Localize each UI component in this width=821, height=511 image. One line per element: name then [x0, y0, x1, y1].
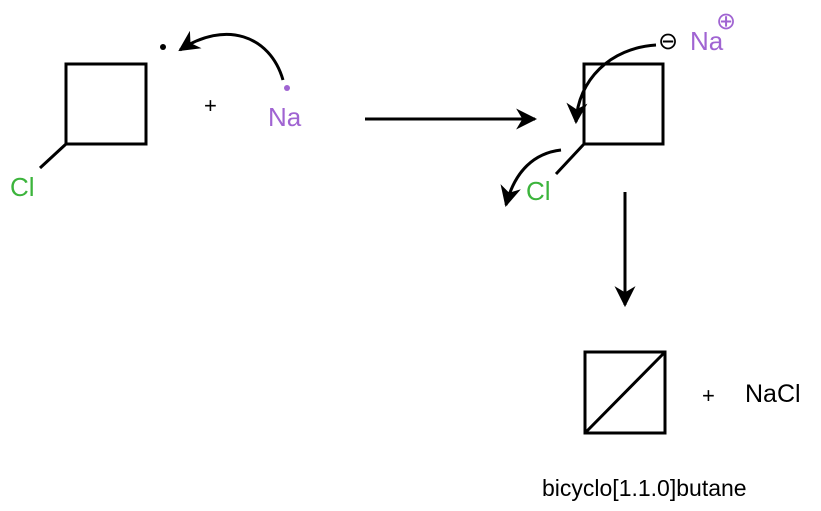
cyclobutane-ring	[582, 62, 665, 146]
plus-sign-product: +	[702, 383, 715, 408]
sodium-radical-dot	[284, 85, 290, 91]
ring-closure-arrow	[566, 43, 657, 125]
bicyclobutane-ring	[583, 350, 667, 435]
negative-charge: ⊖	[658, 28, 678, 55]
bridging-bond	[583, 350, 667, 435]
chlorine-label: Cl	[526, 176, 551, 206]
chlorine-label: Cl	[10, 172, 35, 202]
radical-dot	[160, 44, 166, 50]
leaving-group-arrow	[500, 148, 562, 208]
cyclobutane-ring	[64, 62, 148, 146]
sodium-label: Na	[268, 102, 302, 132]
sodium-cation-label: Na	[690, 26, 724, 56]
plus-sign: +	[204, 93, 217, 118]
carbanion-intermediate: Cl ⊖ Na ⊕	[526, 8, 736, 206]
sodium-chloride-label: NaCl	[745, 380, 801, 408]
c-cl-bond	[38, 142, 68, 170]
positive-charge: ⊕	[716, 8, 736, 35]
bicyclobutane-structure	[583, 350, 667, 435]
electron-transfer-arrow	[178, 30, 285, 81]
c-cl-bond	[554, 142, 586, 176]
product-name: bicyclo[1.1.0]butane	[542, 475, 747, 501]
chlorocyclobutyl-radical: Cl	[10, 44, 166, 202]
